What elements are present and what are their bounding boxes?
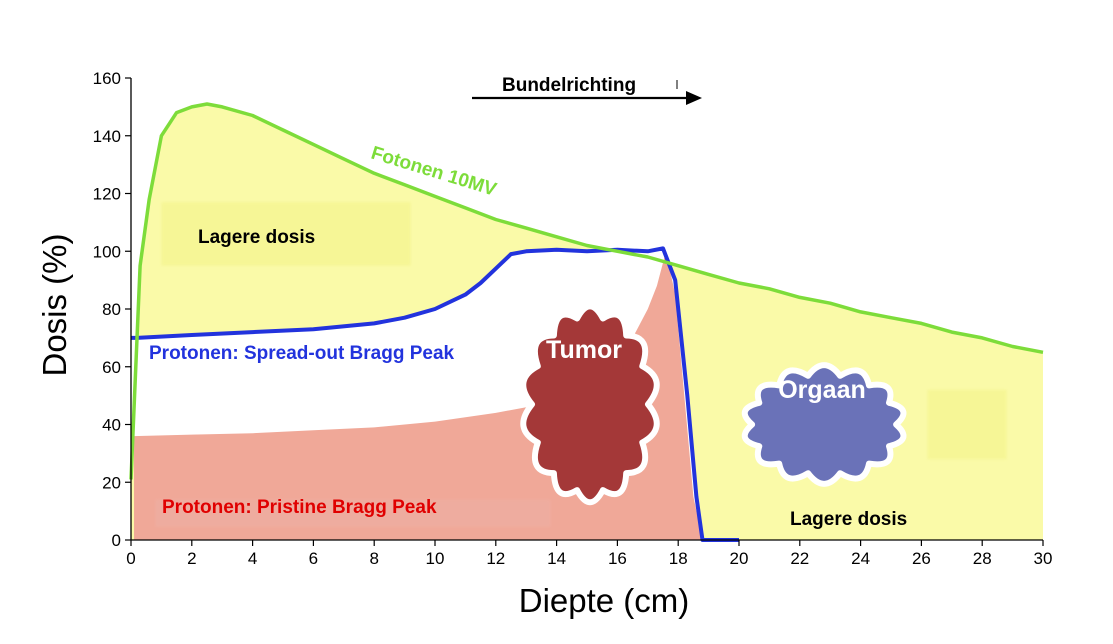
x-tick-label: 10 <box>426 549 445 568</box>
x-tick-label: 24 <box>851 549 870 568</box>
x-tick-label: 26 <box>912 549 931 568</box>
y-tick-label: 120 <box>93 185 121 204</box>
x-tick-label: 14 <box>547 549 566 568</box>
photon-line <box>129 102 1044 480</box>
y-tick-label: 140 <box>93 127 121 146</box>
low-dose-box-0 <box>161 202 411 266</box>
x-tick-label: 30 <box>1034 549 1053 568</box>
x-tick-label: 22 <box>790 549 809 568</box>
y-tick-label: 40 <box>102 416 121 435</box>
y-tick-label: 100 <box>93 242 121 261</box>
y-axis-title: Dosis (%) <box>36 233 73 376</box>
x-tick-label: 6 <box>309 549 318 568</box>
x-axis-title: Diepte (cm) <box>519 582 690 619</box>
tumor-label: Tumor <box>546 336 622 364</box>
x-tick-label: 4 <box>248 549 257 568</box>
x-tick-label: 16 <box>608 549 627 568</box>
arrow-head-icon <box>686 91 702 105</box>
x-tick-label: 8 <box>369 549 378 568</box>
y-tick-label: 160 <box>93 69 121 88</box>
x-tick-label: 28 <box>973 549 992 568</box>
low-dose-box-1 <box>927 389 1007 460</box>
y-tick-label: 0 <box>112 531 121 550</box>
x-tick-label: 2 <box>187 549 196 568</box>
organ-label: Orgaan <box>778 376 866 404</box>
y-tick-label: 20 <box>102 473 121 492</box>
sobp-series-label: Protonen: Spread-out Bragg Peak <box>149 343 455 364</box>
x-tick-label: 0 <box>126 549 135 568</box>
pristine-series-label: Protonen: Pristine Bragg Peak <box>162 497 437 518</box>
organ-cloud-icon <box>741 362 907 487</box>
lower-dose-right-label: Lagere dosis <box>790 509 907 530</box>
sobp-line <box>131 246 739 542</box>
beam-direction: Bundelrichting <box>472 75 702 105</box>
x-tick-label: 18 <box>669 549 688 568</box>
tumor-cloud-icon <box>520 303 660 506</box>
lower-dose-left-label: Lagere dosis <box>198 227 315 248</box>
pristine-label-box <box>155 499 551 528</box>
x-tick-label: 20 <box>730 549 749 568</box>
y-tick-label: 60 <box>102 358 121 377</box>
low-dose-boxes <box>155 202 1007 528</box>
x-tick-label: 12 <box>486 549 505 568</box>
beam-direction-label: Bundelrichting <box>502 75 636 96</box>
organ-clouds <box>520 303 907 506</box>
y-tick-label: 80 <box>102 300 121 319</box>
